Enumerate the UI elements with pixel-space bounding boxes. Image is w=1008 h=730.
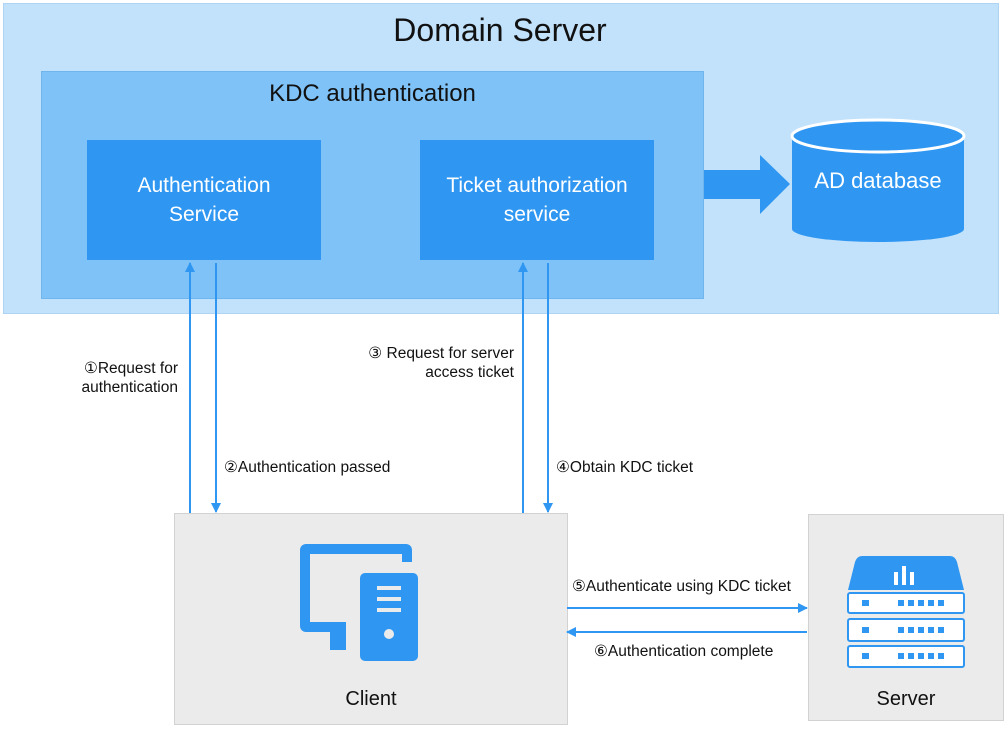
domain-server-title: Domain Server [393, 12, 607, 48]
ad-database-cylinder [790, 118, 966, 242]
ticket-authorization-service-label: Ticket authorization service [446, 174, 628, 226]
kdc-authentication-title: KDC authentication [269, 80, 476, 107]
step1-label: ①Request for authentication [81, 360, 178, 396]
authentication-service-box: Authentication Service [87, 140, 321, 260]
kdc-to-ad-arrow [704, 155, 790, 214]
client-computer-icon [300, 544, 418, 661]
step3-label: ③ Request for server access ticket [368, 345, 514, 381]
client-label: Client [345, 688, 397, 710]
server-rack-icon [847, 556, 965, 668]
step6-label: ⑥Authentication complete [594, 643, 774, 660]
step5-label: ⑤Authenticate using KDC ticket [572, 578, 791, 595]
ticket-authorization-service-box: Ticket authorization service [420, 140, 654, 260]
authentication-service-label: Authentication Service [137, 174, 271, 226]
server-box [808, 514, 1004, 721]
step4-label: ④Obtain KDC ticket [556, 459, 694, 476]
server-label: Server [876, 688, 936, 710]
ad-database-label: AD database [814, 168, 942, 193]
step2-label: ②Authentication passed [224, 459, 391, 476]
